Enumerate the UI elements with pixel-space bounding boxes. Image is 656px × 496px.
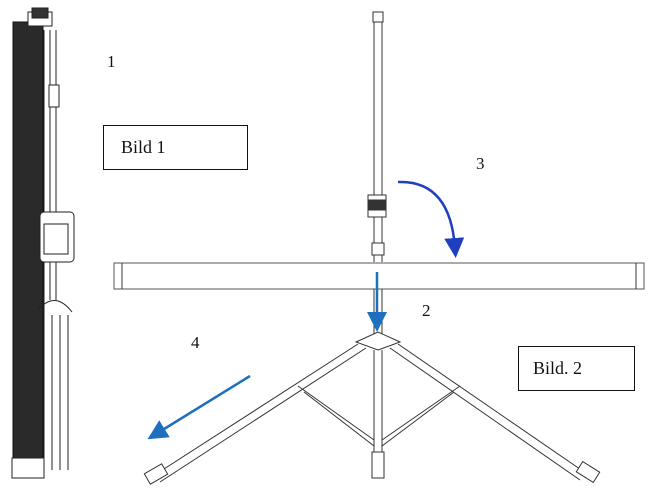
step-label-4: 4	[191, 333, 200, 352]
caption-box-bild-2: Bild. 2	[518, 346, 635, 391]
rotate-arrow-step-3	[397, 180, 465, 258]
tripod-illustration	[113, 11, 645, 485]
step-label-3: 3	[476, 154, 485, 173]
caption-box-bild-1: Bild 1	[103, 125, 248, 170]
caption-bild-2: Bild. 2	[533, 358, 583, 378]
spread-arrow-step-4	[147, 374, 251, 440]
folded-screen-illustration	[11, 7, 75, 479]
caption-bild-1: Bild 1	[121, 137, 166, 157]
step-label-1: 1	[107, 52, 116, 71]
step-label-2: 2	[422, 301, 431, 320]
